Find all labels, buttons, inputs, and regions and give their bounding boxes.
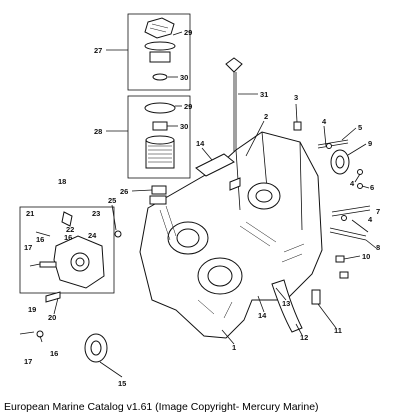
filter-assembly-box bbox=[127, 95, 191, 179]
callout-29: 29 bbox=[184, 102, 192, 111]
callout-29: 29 bbox=[184, 28, 192, 37]
callout-31: 31 bbox=[260, 90, 268, 99]
main-housing bbox=[139, 131, 323, 339]
callout-21: 21 bbox=[26, 209, 34, 218]
cap-assembly-box bbox=[127, 13, 191, 91]
callout-14: 14 bbox=[196, 139, 205, 148]
right-hardware bbox=[293, 121, 371, 305]
callout-16: 16 bbox=[50, 349, 58, 358]
callout-28: 28 bbox=[94, 127, 102, 136]
callout-18: 18 bbox=[58, 177, 66, 186]
callout-30: 30 bbox=[180, 73, 188, 82]
callout-4: 4 bbox=[350, 179, 355, 188]
callout-numbers: 27 29 30 28 29 30 31 3 2 4 5 9 4 6 7 4 8… bbox=[24, 28, 380, 388]
callout-15: 15 bbox=[118, 379, 126, 388]
callout-24: 24 bbox=[88, 231, 97, 240]
callout-1: 1 bbox=[232, 343, 236, 352]
callout-10: 10 bbox=[362, 252, 370, 261]
callout-4: 4 bbox=[322, 117, 327, 126]
callout-17: 17 bbox=[24, 243, 32, 252]
callout-22: 22 bbox=[66, 225, 74, 234]
callout-9: 9 bbox=[368, 139, 372, 148]
leader-lines bbox=[35, 49, 377, 378]
callout-11: 11 bbox=[334, 326, 342, 335]
callout-25: 25 bbox=[108, 196, 116, 205]
image-caption: European Marine Catalog v1.61 (Image Cop… bbox=[4, 401, 319, 413]
loose-fasteners bbox=[19, 185, 167, 338]
callout-20: 20 bbox=[48, 313, 56, 322]
callout-14: 14 bbox=[258, 311, 267, 320]
exploded-parts-diagram: 27 29 30 28 29 30 31 3 2 4 5 9 4 6 7 4 8… bbox=[19, 13, 380, 388]
callout-19: 19 bbox=[28, 305, 36, 314]
callout-3: 3 bbox=[294, 93, 298, 102]
callout-27: 27 bbox=[94, 46, 102, 55]
callout-5: 5 bbox=[358, 123, 362, 132]
callout-8: 8 bbox=[376, 243, 380, 252]
callout-16: 16 bbox=[36, 235, 44, 244]
callout-16: 16 bbox=[64, 233, 72, 242]
gasket bbox=[195, 153, 235, 177]
hose bbox=[271, 279, 303, 333]
callout-30: 30 bbox=[180, 122, 188, 131]
callout-2: 2 bbox=[264, 112, 268, 121]
callout-23: 23 bbox=[92, 209, 100, 218]
callout-12: 12 bbox=[300, 333, 308, 342]
pump-assembly-box bbox=[19, 206, 115, 303]
callout-4: 4 bbox=[368, 215, 373, 224]
callout-13: 13 bbox=[282, 299, 290, 308]
dipstick bbox=[225, 57, 243, 158]
callout-17: 17 bbox=[24, 357, 32, 366]
callout-7: 7 bbox=[376, 207, 380, 216]
callout-26: 26 bbox=[120, 187, 128, 196]
callout-6: 6 bbox=[370, 183, 374, 192]
seal bbox=[84, 333, 108, 363]
